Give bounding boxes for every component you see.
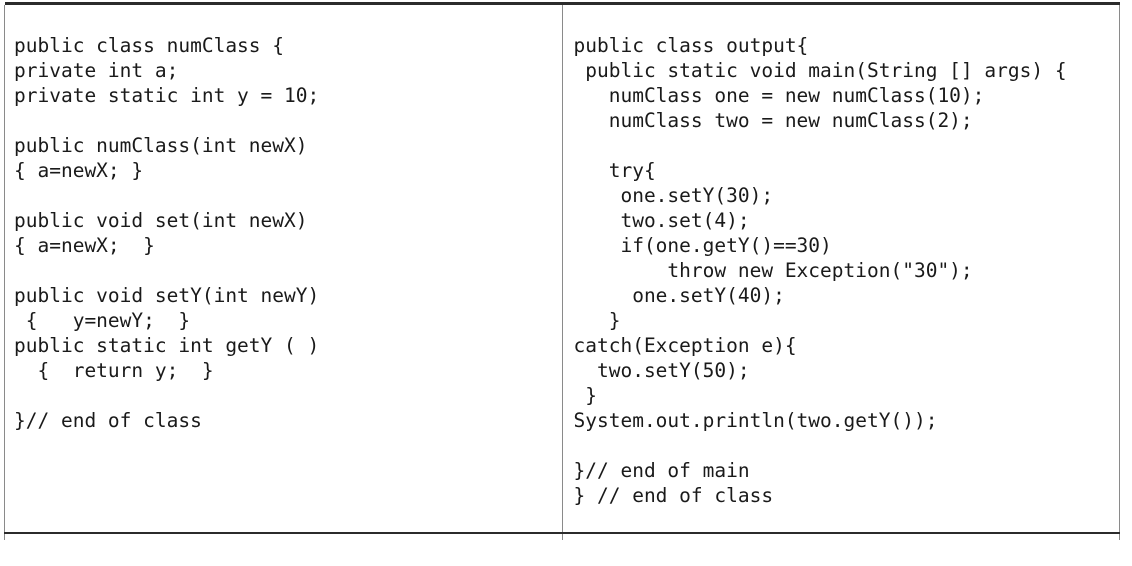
table-row: public class numClass { private int a; p… [4, 5, 1120, 534]
code-comparison-table: public class numClass { private int a; p… [4, 2, 1120, 540]
table-cell-right: public class output{ public static void … [561, 5, 1120, 534]
table-cell-left: public class numClass { private int a; p… [4, 5, 563, 534]
table-next-row-partial [4, 533, 1120, 540]
code-block-output: public class output{ public static void … [573, 34, 1067, 507]
table-top-rule-row [4, 2, 1120, 6]
code-block-numclass: public class numClass { private int a; p… [14, 34, 320, 432]
table-cell-next-left [4, 533, 563, 540]
table-top-rule-left [4, 2, 562, 6]
table-top-rule-right [562, 2, 1120, 6]
table-cell-next-right [561, 533, 1120, 540]
